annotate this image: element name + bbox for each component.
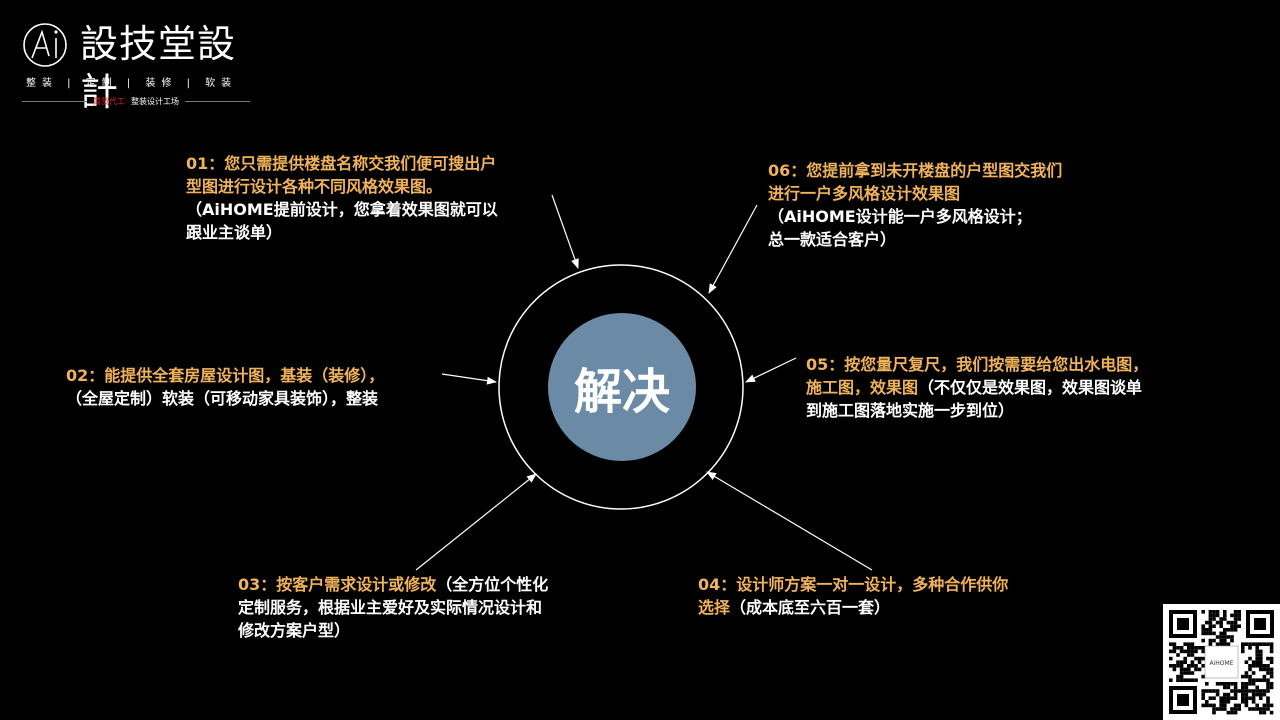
center-circle — [548, 313, 696, 461]
item-03-body-line: 定制服务，根据业主爱好及实际情况设计和 — [238, 598, 543, 617]
arrow-04 — [706, 471, 873, 571]
item-04: 04：设计师方案一对一设计，多种合作供你 选择（成本底至六百一套） — [698, 573, 1078, 619]
logo-tagline-text: 整装设计工场 — [131, 97, 179, 106]
item-03-body-part: （全方位个性化 — [436, 575, 549, 594]
arrow-05 — [745, 357, 797, 383]
arrow-01 — [551, 194, 579, 269]
center-label: 解决 — [573, 364, 670, 420]
item-06-heading-line: 06：您提前拿到未开楼盘的户型图交我们 — [768, 161, 1063, 180]
logo-name: 設技堂設計 — [80, 22, 237, 114]
item-01-heading-line: 型图进行设计各种不同风格效果图。 — [186, 177, 443, 196]
qr-code: AiHOME — [1163, 604, 1280, 720]
arrow-03 — [415, 473, 537, 571]
item-05-body-part: （不仅仅是效果图，效果图谈单 — [918, 378, 1143, 397]
item-05-body-line: 到施工图落地实施一步到位） — [806, 401, 1015, 420]
item-04-mixed-line: 选择（成本底至六百一套） — [698, 596, 1078, 619]
item-03: 03：按客户需求设计或修改（全方位个性化 定制服务，根据业主爱好及实际情况设计和… — [238, 573, 618, 642]
item-06-body-line: （AiHOME设计能一户多风格设计； — [768, 207, 1032, 226]
item-01-body-line: 跟业主谈单） — [186, 223, 283, 242]
item-06: 06：您提前拿到未开楼盘的户型图交我们 进行一户多风格设计效果图 （AiHOME… — [768, 159, 1128, 251]
item-05-mixed-line: 施工图，效果图（不仅仅是效果图，效果图谈单 — [806, 376, 1216, 399]
qr-center-label: AiHOME — [1210, 660, 1234, 667]
item-01-body-line: （AiHOME提前设计，您拿着效果图就可以 — [186, 200, 498, 219]
item-03-heading-part: 03：按客户需求设计或修改 — [238, 575, 437, 594]
logo-mark-icon — [23, 23, 67, 67]
logo-tagline-red: 简货代工 — [93, 97, 125, 106]
item-04-heading-part: 选择 — [698, 598, 731, 617]
item-01-heading-line: 01：您只需提供楼盘名称交我们便可搜出户 — [186, 154, 497, 173]
divider — [185, 101, 250, 102]
divider — [22, 101, 87, 102]
logo-tagline: 简货代工 整装设计工场 — [22, 96, 250, 107]
item-01: 01：您只需提供楼盘名称交我们便可搜出户 型图进行设计各种不同风格效果图。 （A… — [186, 152, 566, 244]
item-04-heading-line: 04：设计师方案一对一设计，多种合作供你 — [698, 575, 1009, 594]
item-06-body-line: 总一款适合客户） — [768, 230, 897, 249]
item-02-heading-line: 02：能提供全套房屋设计图，基装（装修）， — [66, 366, 385, 385]
qr-code-icon: AiHOME — [1169, 610, 1274, 715]
logo-services: 整装 | 定制 | 装修 | 软装 — [26, 78, 238, 89]
item-02: 02：能提供全套房屋设计图，基装（装修）， （全屋定制）软装（可移动家具装饰），… — [66, 364, 456, 410]
company-logo: 設技堂設計 整装 | 定制 | 装修 | 软装 简货代工 整装设计工场 — [22, 18, 262, 114]
item-02-body-line: （全屋定制）软装（可移动家具装饰），整装 — [66, 389, 379, 408]
arrow-02 — [441, 373, 497, 385]
item-03-body-line: 修改方案户型） — [238, 621, 351, 640]
outer-ring — [498, 264, 744, 510]
item-05-heading-line: 05：按您量尺复尺，我们按需要给您出水电图， — [806, 355, 1149, 374]
item-03-mixed-line: 03：按客户需求设计或修改（全方位个性化 — [238, 573, 618, 596]
item-05-heading-part: 施工图，效果图 — [806, 378, 919, 397]
arrow-06 — [708, 204, 758, 294]
item-05: 05：按您量尺复尺，我们按需要给您出水电图， 施工图，效果图（不仅仅是效果图，效… — [806, 353, 1216, 422]
item-04-body-part: （成本底至六百一套） — [730, 598, 891, 617]
item-06-heading-line: 进行一户多风格设计效果图 — [768, 184, 961, 203]
